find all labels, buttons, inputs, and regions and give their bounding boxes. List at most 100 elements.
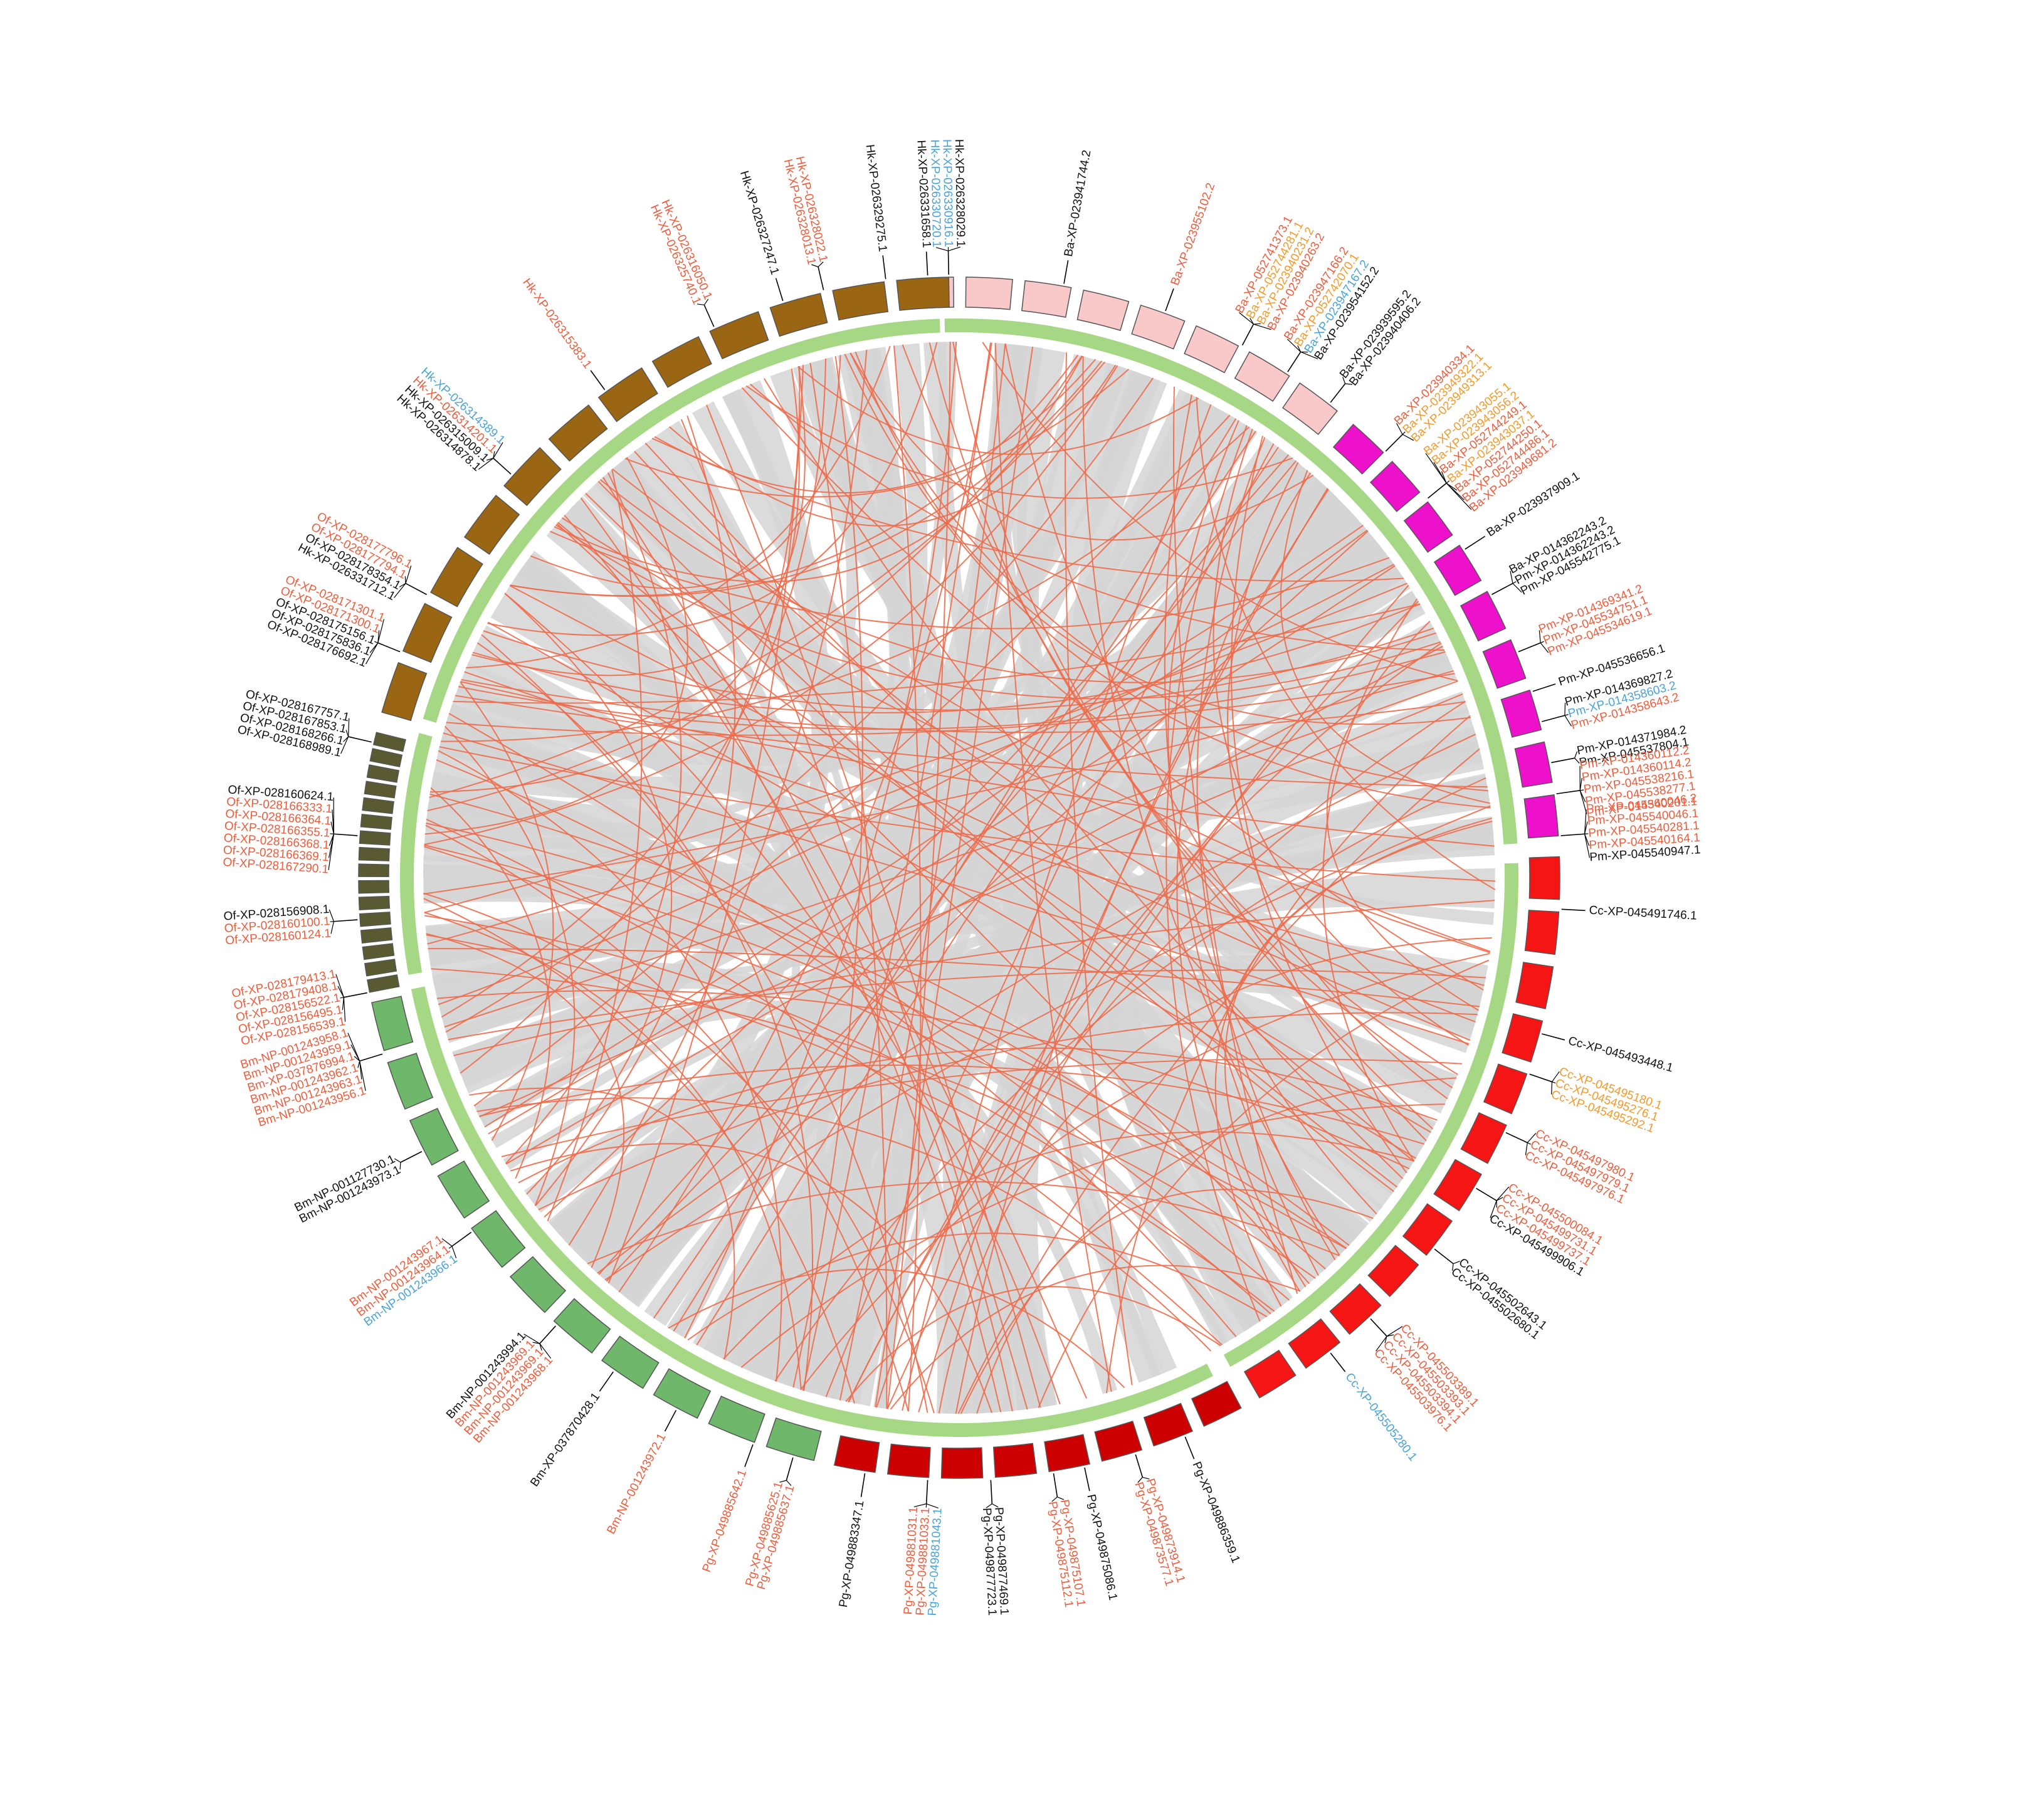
label-leader-line <box>360 1054 382 1061</box>
chromosome-block-Ba-3 <box>1022 281 1071 317</box>
gene-label: Cc-XP-045502643.1 <box>1456 1256 1549 1333</box>
gene-label-group: Hk-XP-026328013.1Hk-XP-026328022.1 <box>781 155 830 290</box>
gene-label: Pg-XP-049883347.1 <box>837 1500 867 1608</box>
chromosome-block-Pm-8 <box>1515 742 1552 787</box>
chromosome-block-Pg-2 <box>1144 1404 1192 1446</box>
gene-label-group: Pg-XP-049875086.1 <box>1084 1468 1119 1602</box>
label-fan-line <box>342 997 344 1010</box>
label-leader-line <box>927 1480 928 1504</box>
chromosome-block-Of-3 <box>362 944 394 959</box>
chromosome-block-Pg-4 <box>1044 1434 1090 1471</box>
label-leader-line <box>1542 715 1565 722</box>
chromosome-block-Pm-9 <box>1524 795 1558 838</box>
label-leader-line <box>1243 324 1254 345</box>
gene-label-group: Pm-XP-014369341.2Pm-XP-045534751.1Pm-XP-… <box>1518 582 1654 659</box>
label-leader-line <box>786 1458 792 1481</box>
chromosome-block-Bm-2 <box>708 1396 764 1443</box>
gene-label-group: Hk-XP-026330720.1Hk-XP-026330916.1Hk-XP-… <box>928 139 967 275</box>
label-leader-line <box>1185 1437 1194 1459</box>
label-fan-line <box>936 248 948 251</box>
chromosome-block-Cc-1 <box>1529 857 1560 900</box>
gene-label-group: Pg-XP-049873914.1Pg-XP-049873577.1 <box>1132 1454 1187 1587</box>
gene-label-group: Ba-XP-023941744.2 <box>1062 149 1094 284</box>
gene-label-group: Cc-XP-045495180.1Cc-XP-045495276.1Cc-XP-… <box>1530 1065 1664 1135</box>
gene-label: Hk-XP-026327247.1 <box>737 169 781 276</box>
gene-label-group: Cc-XP-045500084.1Cc-XP-045499731.1Cc-XP-… <box>1476 1181 1606 1279</box>
gene-label-group: Of-XP-028160124.1Of-XP-028160100.1Of-XP-… <box>223 903 357 947</box>
label-leader-line <box>1370 1319 1387 1337</box>
chromosome-block-Hk-2 <box>403 604 451 663</box>
gene-label: Cc-XP-045493448.1 <box>1567 1034 1675 1075</box>
chromosome-block-Of-16 <box>374 732 406 751</box>
chromosome-block-Ba-4 <box>1077 290 1128 330</box>
label-fan-line <box>927 1504 939 1508</box>
chromosome-block-Ba-8 <box>1283 383 1337 434</box>
chromosome-block-Cc-4 <box>1502 1014 1542 1062</box>
label-leader-line <box>1428 483 1447 498</box>
label-fan-line <box>779 1480 786 1482</box>
gene-label: Hk-XP-026315383.1 <box>520 276 594 371</box>
chromosome-block-Bm-4 <box>602 1336 659 1388</box>
chromosome-block-Bm-1 <box>766 1418 821 1461</box>
label-leader-line <box>818 267 824 290</box>
chromosome-block-Pm-6 <box>1483 640 1526 688</box>
gene-label-group: Bm-NP-001243972.1 <box>604 1410 676 1536</box>
chromosome-block-Cc-7 <box>1434 1159 1481 1211</box>
chromosome-block-Ba-6 <box>1184 326 1238 372</box>
gene-label-group: Pg-XP-049881043.1Pg-XP-049881033.1Pg-XP-… <box>902 1480 945 1616</box>
label-leader-line <box>861 1473 865 1497</box>
label-leader-line <box>991 1480 992 1504</box>
gene-label: Ba-XP-023940406.2 <box>1347 295 1424 389</box>
label-fan-line <box>949 247 960 251</box>
chromosome-block-Hk-8 <box>653 337 712 387</box>
gene-label-group: Hk-XP-026315383.1 <box>520 276 604 389</box>
gene-label-group: Pg-XP-049885637.1Pg-XP-049885625.1 <box>743 1458 797 1591</box>
chromosome-block-Pg-7 <box>888 1444 930 1478</box>
gene-label-group: Bm-NP-001243968.1Bm-NP-001243969.1Bm-NP-… <box>444 1326 555 1446</box>
label-leader-line <box>1386 434 1402 451</box>
label-leader-line <box>334 920 357 922</box>
label-leader-line <box>1465 536 1485 549</box>
label-leader-line <box>1330 1353 1345 1372</box>
chromosome-block-Pm-3 <box>1404 502 1453 552</box>
chromosome-block-Hk-1 <box>382 663 426 720</box>
label-leader-line <box>1434 1249 1453 1263</box>
gene-label-group: Cc-XP-045502643.1Cc-XP-045502680.1 <box>1434 1249 1549 1342</box>
gene-label: Ba-XP-023941744.2 <box>1062 149 1094 258</box>
label-fan-line <box>358 1061 360 1068</box>
chromosome-block-Cc-10 <box>1330 1284 1381 1334</box>
gene-label-group: Of-XP-028168989.1Of-XP-028168266.1Of-XP-… <box>236 688 372 760</box>
chromosome-block-Of-6 <box>359 897 390 910</box>
label-leader-line <box>883 255 886 279</box>
label-leader-line <box>1288 352 1301 372</box>
gene-label-group: Pg-XP-049886359.1 <box>1185 1437 1242 1565</box>
label-leader-line <box>1135 1454 1142 1477</box>
chromosome-block-Pm-2 <box>1370 461 1420 512</box>
chromosome-block-Cc-3 <box>1516 962 1553 1009</box>
gene-label-group: Pm-XP-045540201.1Pm-XP-045540046.1Pm-XP-… <box>1561 795 1702 864</box>
label-leader-line <box>406 584 427 595</box>
gene-label-group: Pg-XP-049877469.1Pg-XP-049877723.1 <box>980 1480 1011 1616</box>
label-leader-line <box>1557 791 1581 794</box>
label-fan-line <box>374 641 378 643</box>
chromosome-block-Cc-8 <box>1403 1204 1452 1255</box>
chromosome-block-Pm-7 <box>1501 690 1541 737</box>
label-leader-line <box>776 278 783 301</box>
chromosome-block-Of-9 <box>359 848 389 861</box>
chromosome-block-Ba-5 <box>1132 305 1184 349</box>
chromosome-block-Of-2 <box>365 959 396 976</box>
label-leader-line <box>1561 834 1585 836</box>
chromosome-block-Of-7 <box>359 880 389 893</box>
gene-label: Bm-NP-001243972.1 <box>604 1431 668 1536</box>
gene-label-group: Bm-XP-037870428.1 <box>528 1372 613 1489</box>
gene-label: Cc-XP-045502680.1 <box>1449 1265 1542 1342</box>
chromosome-block-Cc-2 <box>1525 910 1559 954</box>
label-leader-line <box>493 458 511 474</box>
chromosome-block-Of-11 <box>360 814 392 829</box>
label-leader-line <box>334 834 357 836</box>
chromosome-block-Of-12 <box>362 797 394 813</box>
chromosome-block-Bm-3 <box>654 1369 711 1418</box>
chromosome-block-Bm-9 <box>410 1108 458 1165</box>
chromosome-block-Cc-5 <box>1484 1064 1527 1113</box>
